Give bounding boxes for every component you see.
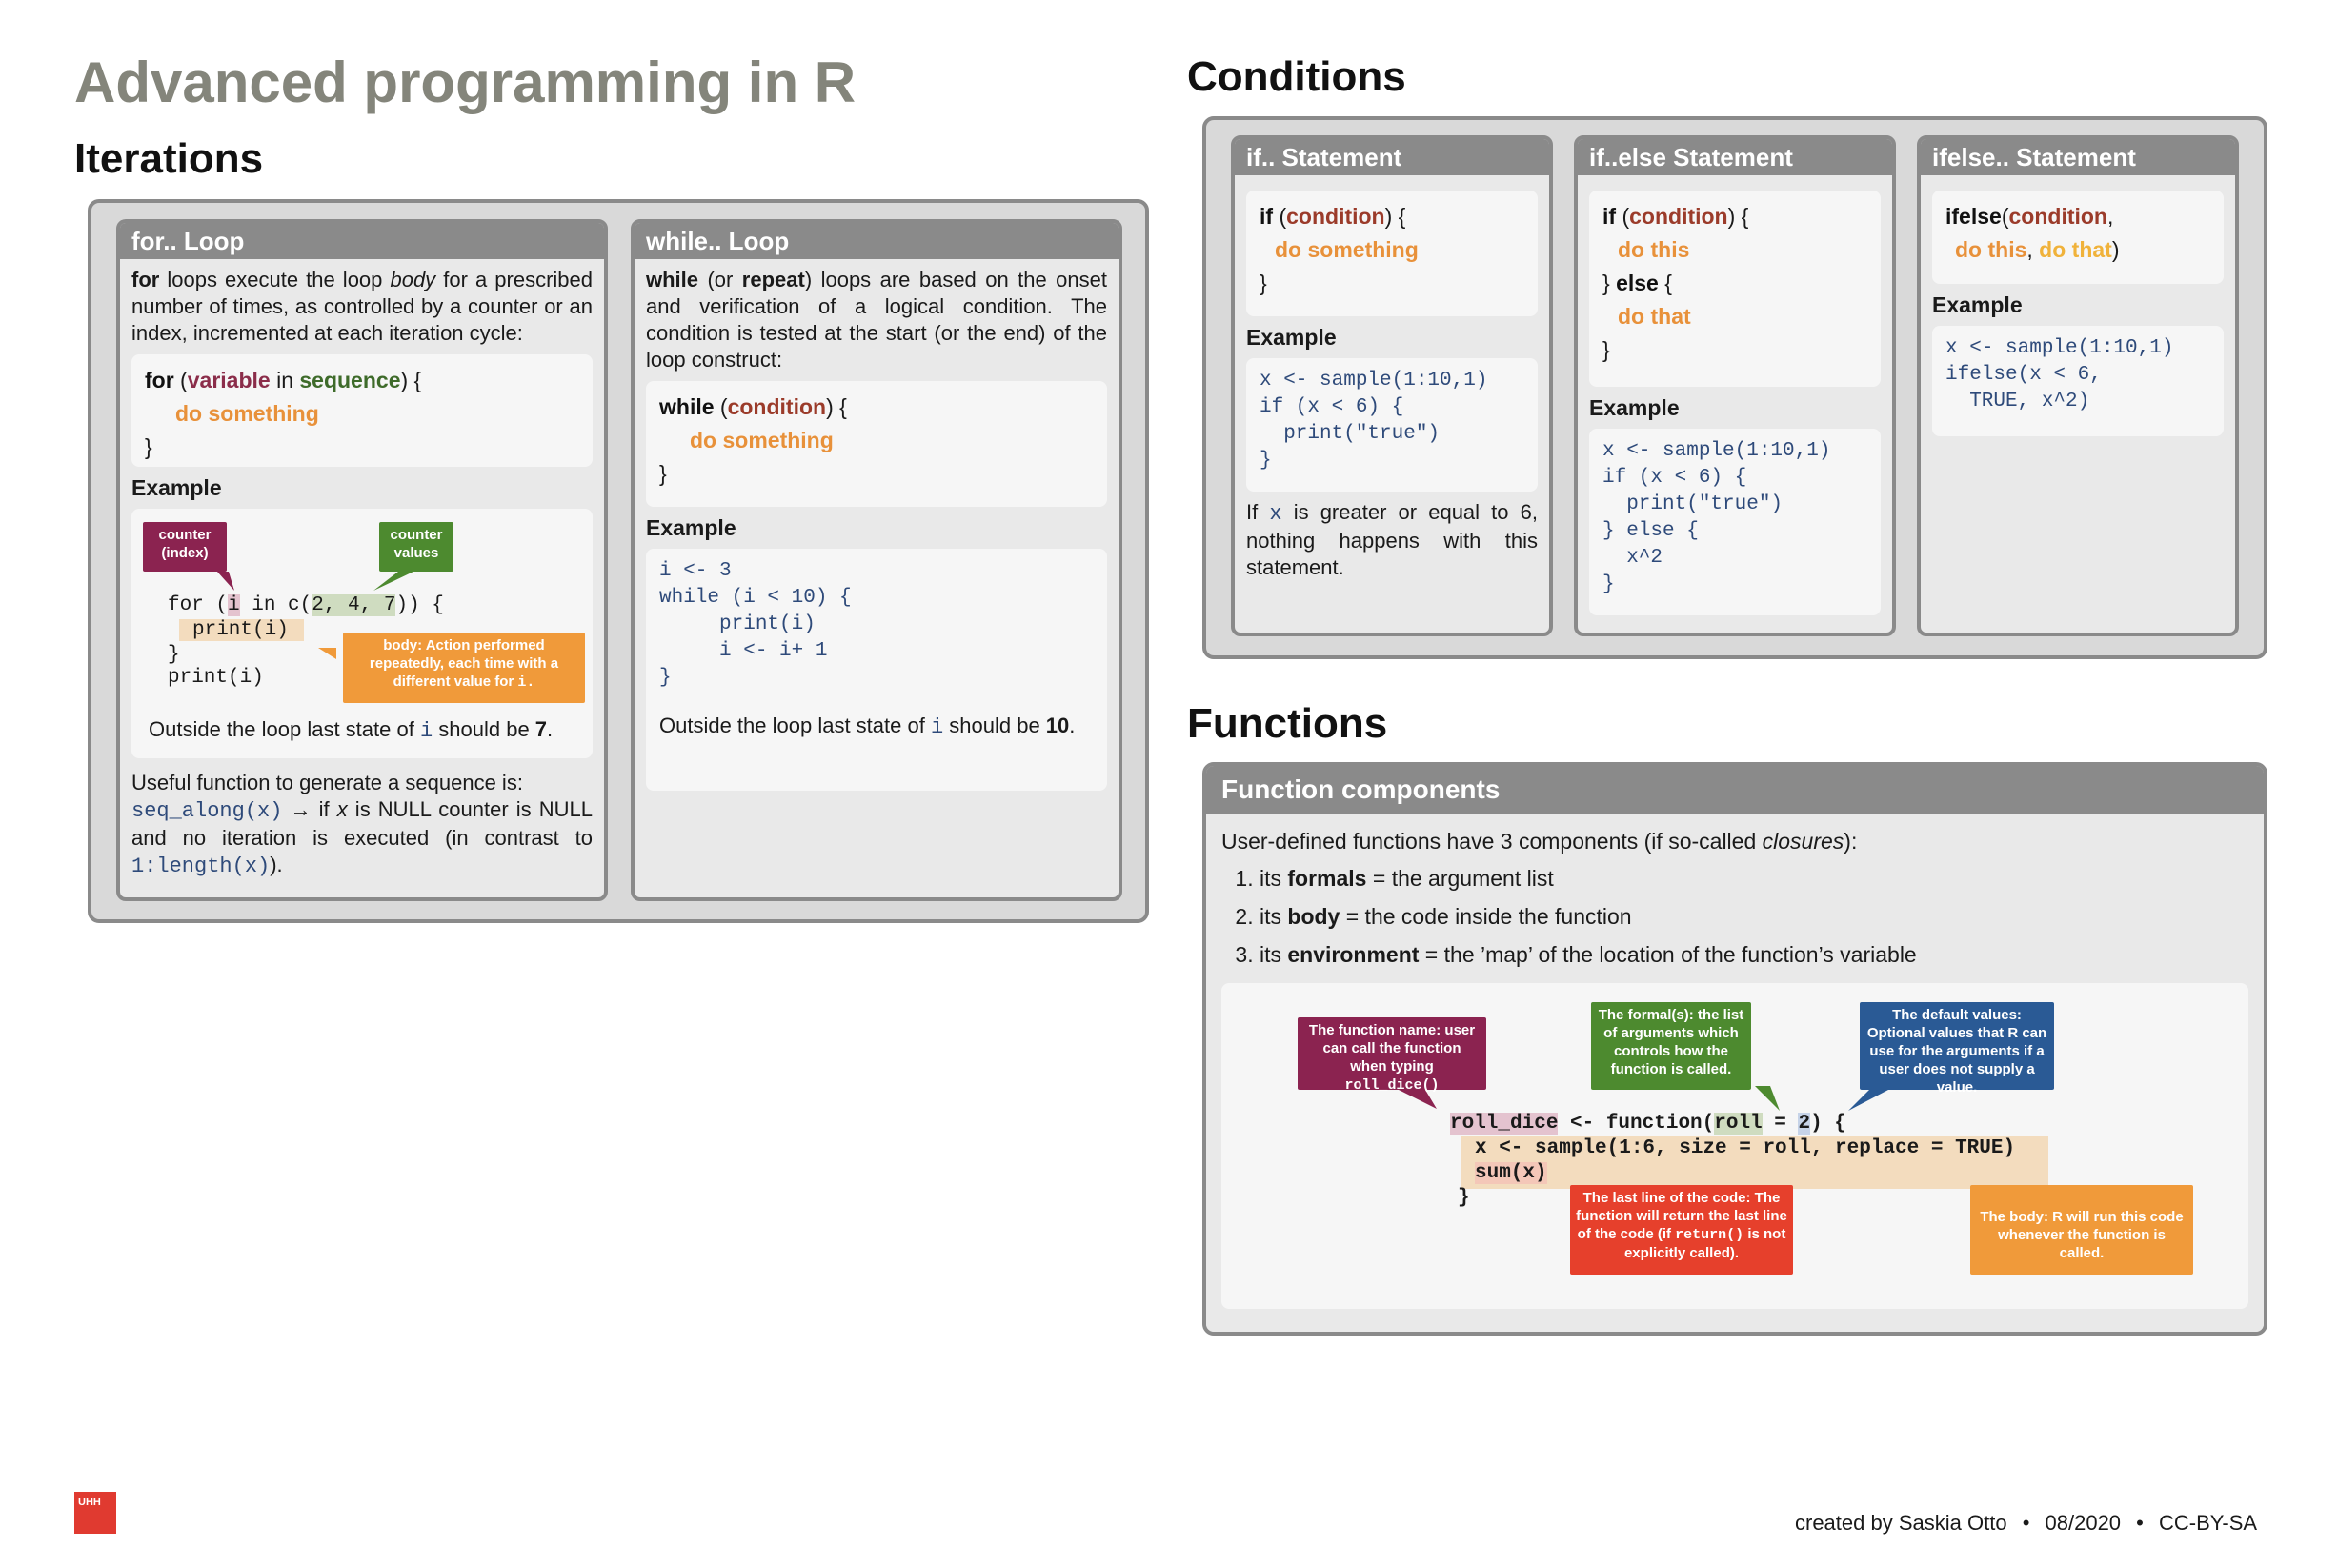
function-code-line1: roll_dice <- function(roll = 2) {	[1450, 1113, 1846, 1135]
for-code-line3: }	[168, 644, 180, 666]
callout-default-values: The default values: Optional values that…	[1860, 1002, 2054, 1096]
for-seq-along-note: seq_along(x) → if x is NULL counter is N…	[131, 797, 593, 878]
function-body-highlight	[1461, 1136, 2048, 1189]
while-loop-panel: while.. Loop while (or repeat) loops are…	[631, 219, 1122, 901]
if-example-label: Example	[1246, 325, 1337, 350]
if-else-code: x <- sample(1:10,1) if (x < 6) { print("…	[1602, 440, 1831, 595]
while-loop-intro: while (or repeat) loops are based on the…	[646, 268, 1107, 372]
ifelse-code: x <- sample(1:10,1) ifelse(x < 6, TRUE, …	[1945, 337, 2174, 412]
ifelse-function-panel: ifelse.. Statement ifelse(condition, do …	[1917, 135, 2239, 636]
ifelse-function-header: ifelse.. Statement	[1921, 139, 2235, 175]
component-environment: its environment = the ’map’ of the locat…	[1260, 935, 1917, 974]
for-useful-label: Useful function to generate a sequence i…	[131, 771, 523, 794]
for-loop-syntax: for (variable in sequence) { do somethin…	[131, 354, 593, 467]
functions-intro: User-defined functions have 3 components…	[1221, 829, 1858, 854]
if-statement-panel: if.. Statement if (condition) { do somet…	[1231, 135, 1553, 636]
if-else-example: x <- sample(1:10,1) if (x < 6) { print("…	[1589, 429, 1881, 615]
component-formals: its formals = the argument list	[1260, 859, 1917, 897]
for-loop-example: counter (index) counter values for (i in…	[131, 509, 593, 758]
footer-license: CC-BY-SA	[2159, 1511, 2258, 1535]
if-syntax: if (condition) { do something }	[1246, 191, 1538, 316]
for-loop-example-label: Example	[131, 475, 222, 500]
for-code-line2: print(i)	[179, 613, 304, 647]
function-code-line4: }	[1458, 1187, 1470, 1209]
footer-credits: created by Saskia Otto • 08/2020 • CC-BY…	[1795, 1511, 2258, 1535]
callout-last-line: The last line of the code: The function …	[1570, 1185, 1793, 1275]
ifelse-example: x <- sample(1:10,1) ifelse(x < 6, TRUE, …	[1932, 326, 2224, 436]
page-title: Advanced programming in R	[74, 50, 857, 114]
ifelse-syntax: ifelse(condition, do this, do that)	[1932, 191, 2224, 284]
for-loop-intro: for loops execute the loop body for a pr…	[131, 268, 593, 345]
callout-function-body: The body: R will run this code whenever …	[1970, 1185, 2193, 1275]
for-loop-header: for.. Loop	[120, 223, 604, 259]
while-loop-example-label: Example	[646, 515, 736, 540]
for-outside-note: Outside the loop last state of i should …	[149, 717, 554, 743]
if-code: x <- sample(1:10,1) if (x < 6) { print("…	[1260, 370, 1488, 472]
ifelse-example-label: Example	[1932, 292, 2023, 317]
callout-counter-values: counter values	[379, 522, 453, 572]
if-else-statement-panel: if..else Statement if (condition) { do t…	[1574, 135, 1896, 636]
section-title-iterations: Iterations	[74, 135, 264, 182]
functions-container: Function components User-defined functio…	[1202, 762, 2267, 1336]
while-loop-example: i <- 3 while (i < 10) { print(i) i <- i+…	[646, 549, 1107, 791]
function-code-line2: x <- sample(1:6, size = roll, replace = …	[1475, 1137, 2016, 1159]
if-note: If x is greater or equal to 6, nothing h…	[1246, 500, 1538, 579]
callout-function-name: The function name: user can call the fun…	[1298, 1017, 1486, 1094]
if-else-syntax: if (condition) { do this } else { do tha…	[1589, 191, 1881, 387]
while-loop-syntax: while (condition) { do something }	[646, 381, 1107, 507]
while-loop-header: while.. Loop	[635, 223, 1119, 259]
for-callout-arrows	[217, 572, 413, 659]
callout-body: body: Action performed repeatedly, each …	[343, 633, 585, 703]
function-components-list: its formals = the argument list its body…	[1219, 859, 1917, 974]
for-code-line1: for (i in c(2, 4, 7)) {	[168, 594, 444, 616]
section-title-functions: Functions	[1187, 700, 1388, 747]
callout-formals: The formal(s): the list of arguments whi…	[1591, 1002, 1751, 1090]
callout-counter-index: counter (index)	[143, 522, 227, 572]
while-outside-note: Outside the loop last state of i should …	[659, 714, 1076, 739]
if-else-statement-header: if..else Statement	[1578, 139, 1892, 175]
if-else-example-label: Example	[1589, 395, 1680, 420]
footer-date: 08/2020	[2045, 1511, 2122, 1535]
for-code-line4: print(i)	[168, 667, 264, 689]
if-statement-header: if.. Statement	[1235, 139, 1549, 175]
if-example: x <- sample(1:10,1) if (x < 6) { print("…	[1246, 358, 1538, 492]
for-loop-panel: for.. Loop for loops execute the loop bo…	[116, 219, 608, 901]
university-logo: UHH	[74, 1492, 116, 1534]
functions-header: Function components	[1206, 766, 2264, 814]
function-code-line3: sum(x)	[1475, 1162, 1547, 1184]
footer-author: created by Saskia Otto	[1795, 1511, 2007, 1535]
while-code: i <- 3 while (i < 10) { print(i) i <- i+…	[659, 560, 852, 689]
function-diagram: The function name: user can call the fun…	[1221, 983, 2248, 1309]
section-title-conditions: Conditions	[1187, 53, 1406, 100]
component-body: its body = the code inside the function	[1260, 897, 1917, 935]
